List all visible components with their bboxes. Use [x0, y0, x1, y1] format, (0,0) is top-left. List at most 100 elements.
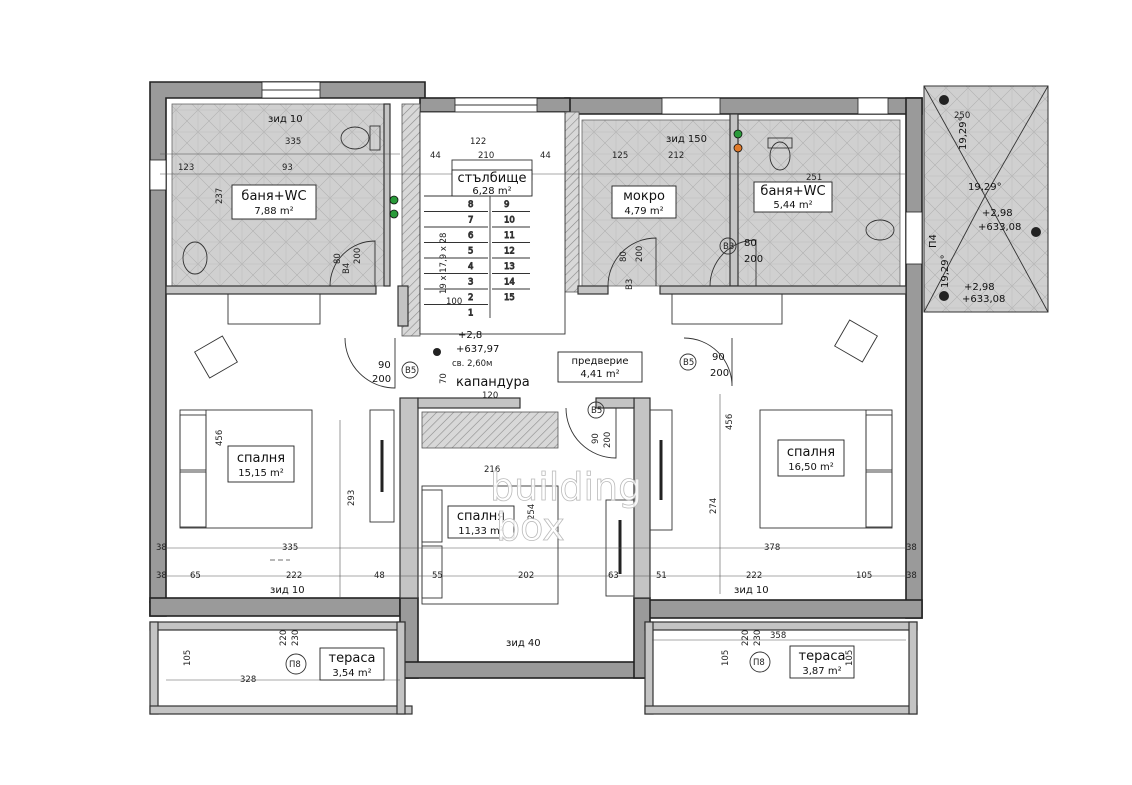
note-window-spec: св. 2,60м	[452, 359, 492, 369]
room-area: 7,88 m²	[254, 206, 293, 217]
door-width: 90	[378, 360, 391, 371]
note-zid10-bl: зид 10	[270, 585, 305, 596]
room-area: 3,54 m²	[332, 668, 371, 679]
room-area: 5,44 m²	[773, 200, 812, 211]
door-width: 90	[712, 352, 725, 363]
terrace-codes: П8 П8	[285, 651, 771, 675]
dim: 100	[446, 297, 462, 307]
furniture	[179, 125, 895, 605]
dim: 328	[240, 675, 256, 685]
terrace-code-right: П8	[753, 658, 765, 668]
room-area: 4,41 m²	[580, 369, 619, 380]
dim: 65	[190, 571, 201, 581]
note-level-a: +2,8	[458, 330, 482, 341]
dim: 38	[906, 571, 917, 581]
door-code: В5	[591, 406, 602, 416]
door-height: 200	[603, 432, 613, 448]
dim: 293	[347, 490, 357, 506]
door-width: 90	[591, 433, 601, 444]
door-label-b4: В4 80 200	[333, 248, 363, 274]
stair-step-number: 14	[504, 277, 515, 287]
note-stair-spec: 19 x 17,9 x 28	[439, 233, 449, 294]
stair-step-number: 10	[504, 215, 515, 225]
dim: 222	[286, 571, 302, 581]
door-code: В5	[683, 358, 694, 368]
dim: 70	[439, 373, 449, 384]
room-label-bed-left: спалня 15,15 m²	[227, 445, 295, 483]
room-label-terrace-left: тераса 3,54 m²	[319, 647, 385, 681]
dim: 93	[282, 163, 293, 173]
dim: 44	[430, 151, 441, 161]
annotations: зид 10 зид 150 зид 10 зид 10 зид 40 капа…	[268, 114, 769, 649]
note-zid10-top: зид 10	[268, 114, 303, 125]
terraces	[149, 621, 918, 715]
roof-code: П4	[928, 234, 939, 248]
dim: 212	[668, 151, 684, 161]
room-label-terrace-right: тераса 3,87 m²	[789, 645, 855, 679]
stair-step-number: 1	[468, 308, 473, 318]
roof-angle-3: 19,29°	[940, 254, 951, 288]
door-width: 80	[619, 251, 629, 262]
dim: 105	[856, 571, 872, 581]
watermark-line1: building	[490, 465, 642, 509]
stair-step-number: 7	[468, 215, 473, 225]
room-name: мокро	[623, 189, 665, 204]
dim: 210	[478, 151, 494, 161]
door-code: В3	[723, 242, 734, 252]
dim: 230	[753, 630, 763, 646]
stair-step-number: 5	[468, 246, 473, 256]
door-labels: В4 80 200 В5 90 200 В3 80 200 В5 90 200 …	[333, 237, 763, 448]
door-label-b3-bath: В3 80 200	[719, 237, 763, 265]
stair-step-number: 15	[504, 293, 515, 303]
room-area: 3,87 m²	[802, 666, 841, 677]
dim: 38	[156, 571, 167, 581]
door-code: В3	[625, 279, 635, 290]
room-name: тераса	[799, 649, 846, 664]
roof-annotations: 19,29° 19,29° 19,29° +2,98 +633,08 +2,98…	[928, 116, 1021, 305]
door-code: В5	[405, 366, 416, 376]
dim: 55	[432, 571, 443, 581]
outer-walls	[149, 81, 923, 679]
room-label-bath-left: баня+WC 7,88 m²	[231, 184, 317, 220]
dim: 216	[484, 465, 500, 475]
room-label-stair: стълбище 6,28 m²	[451, 169, 533, 197]
dim: 220	[279, 630, 289, 646]
stair-step-number: 11	[504, 231, 515, 241]
dim: 123	[178, 163, 194, 173]
room-name: баня+WC	[241, 189, 306, 204]
dim: 274	[709, 498, 719, 514]
door-height: 200	[372, 374, 391, 385]
door-height: 200	[353, 248, 363, 264]
dim: 456	[215, 430, 225, 446]
note-zid40: зид 40	[506, 638, 541, 649]
dim: 251	[806, 173, 822, 183]
dim: 38	[156, 543, 167, 553]
stair-step-number: 13	[504, 262, 515, 272]
dim: 120	[482, 391, 498, 401]
room-area: 11,33 m²	[458, 526, 504, 537]
dim: 250	[954, 111, 970, 121]
dim: 230	[291, 630, 301, 646]
door-code: В4	[342, 263, 352, 274]
note-kapandura: капандура	[456, 375, 530, 390]
dim: 38	[906, 543, 917, 553]
terrace-code-left: П8	[289, 660, 301, 670]
door-height: 200	[635, 246, 645, 262]
dim: 254	[527, 504, 537, 520]
dim: 122	[470, 137, 486, 147]
dim: 63	[608, 571, 619, 581]
stair-step-number: 2	[468, 293, 473, 303]
room-area: 16,50 m²	[788, 462, 834, 473]
room-label-bed-mid: спалня 11,33 m²	[447, 505, 515, 539]
room-area: 6,28 m²	[472, 186, 511, 197]
room-area: 4,79 m²	[624, 206, 663, 217]
note-level-b: +637,97	[456, 344, 499, 355]
dim: 125	[612, 151, 628, 161]
door-height: 200	[744, 254, 763, 265]
room-area: 15,15 m²	[238, 468, 284, 479]
roof-angle-1: 19,29°	[958, 116, 969, 150]
stair-step-number: 9	[504, 200, 509, 210]
stair-step-number: 12	[504, 246, 515, 256]
